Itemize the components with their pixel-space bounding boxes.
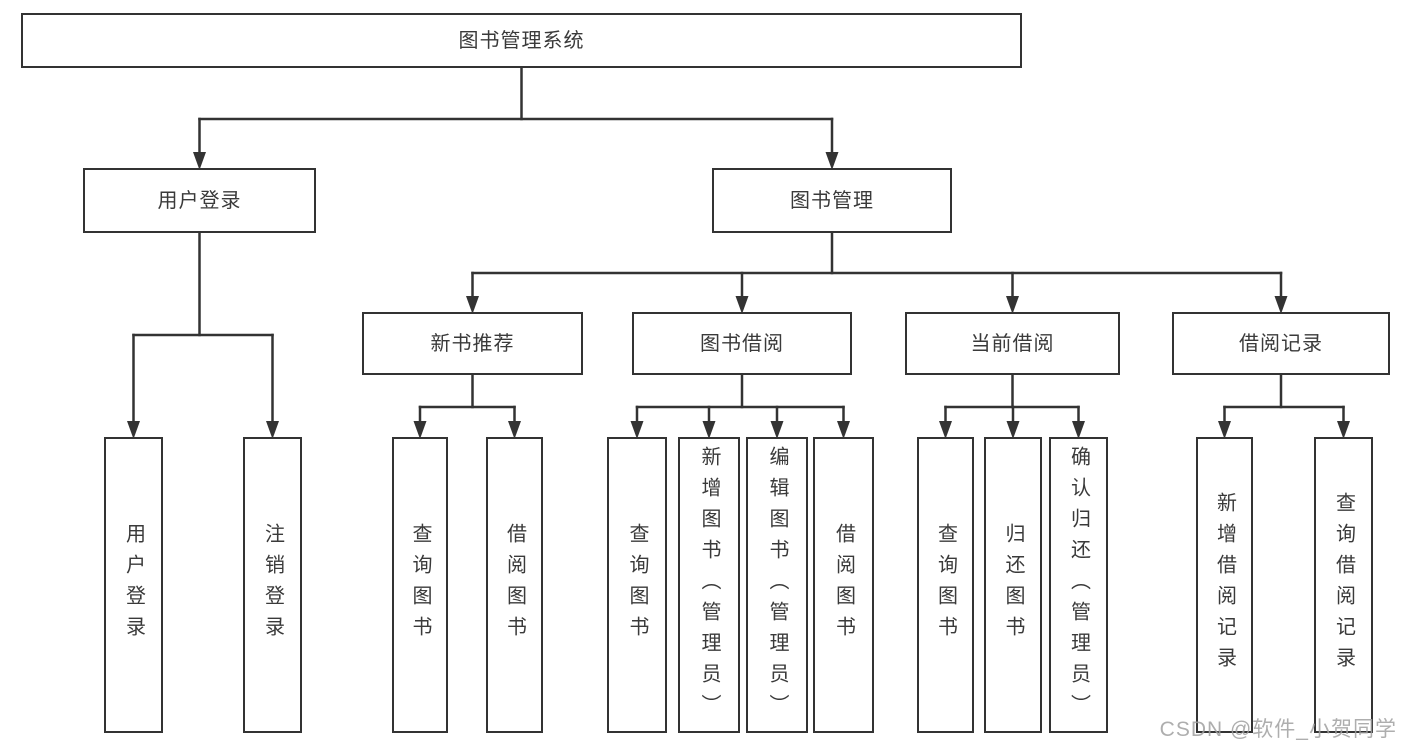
node-label: 当前借阅 — [970, 332, 1055, 355]
csdn-watermark: CSDN @软件_小贺同学 — [1159, 718, 1397, 741]
node-label: 注销登录 — [261, 523, 284, 647]
node-return-books: 归还图书 — [984, 437, 1042, 733]
connector-user-login-to-leaves — [127, 231, 279, 439]
node-label: 查询借阅记录 — [1332, 492, 1355, 678]
node-query-books-borrow: 查询图书 — [607, 437, 667, 733]
node-borrow-books: 借阅图书 — [813, 437, 874, 733]
node-new-book-recommendation: 新书推荐 — [362, 312, 583, 375]
node-label: 新增借阅记录 — [1213, 492, 1236, 678]
node-label: 图书借阅 — [700, 332, 784, 355]
node-user-login: 用户登录 — [83, 168, 316, 233]
node-add-books-admin: 新增图书（管理员） — [678, 437, 740, 733]
node-current-borrowing: 当前借阅 — [905, 312, 1120, 375]
node-label: 借阅图书 — [503, 523, 526, 647]
node-label: 查询图书 — [409, 523, 431, 647]
node-label: 查询图书 — [934, 523, 957, 647]
node-label: 新增图书（管理员） — [698, 445, 720, 725]
node-label: 查询图书 — [626, 523, 648, 647]
node-label: 图书管理系统 — [458, 29, 585, 52]
node-label: 用户登录 — [157, 189, 242, 212]
connector-book-borrowing-to-leaves — [630, 373, 850, 439]
node-confirm-return-admin: 确认归还（管理员） — [1049, 437, 1108, 733]
node-label: 借阅图书 — [832, 523, 855, 647]
connector-new-book-recommendation-to-leaves — [413, 373, 521, 439]
node-book-borrowing: 图书借阅 — [632, 312, 852, 375]
node-label: 编辑图书（管理员） — [766, 445, 788, 725]
connector-root-to-level2 — [193, 66, 839, 170]
node-leaf-logout: 注销登录 — [243, 437, 302, 733]
connector-borrowing-records-to-leaves — [1218, 373, 1350, 439]
node-query-books-current: 查询图书 — [917, 437, 974, 733]
node-label: 归还图书 — [1002, 523, 1024, 647]
node-edit-books-admin: 编辑图书（管理员） — [746, 437, 808, 733]
node-label: 新书推荐 — [430, 332, 515, 355]
node-book-management: 图书管理 — [712, 168, 952, 233]
node-library-management-system: 图书管理系统 — [21, 13, 1022, 68]
node-borrow-books-recommend: 借阅图书 — [486, 437, 543, 733]
connector-book-management-to-level3 — [466, 231, 1288, 314]
node-label: 用户登录 — [122, 523, 145, 647]
node-query-books-recommend: 查询图书 — [392, 437, 448, 733]
node-borrowing-records: 借阅记录 — [1172, 312, 1390, 375]
node-add-borrow-record: 新增借阅记录 — [1196, 437, 1253, 733]
node-label: 图书管理 — [790, 189, 874, 212]
node-label: 借阅记录 — [1239, 332, 1323, 355]
node-label: 确认归还（管理员） — [1067, 445, 1090, 725]
node-query-borrow-record: 查询借阅记录 — [1314, 437, 1373, 733]
connector-current-borrowing-to-leaves — [939, 373, 1085, 439]
node-leaf-user-login: 用户登录 — [104, 437, 163, 733]
